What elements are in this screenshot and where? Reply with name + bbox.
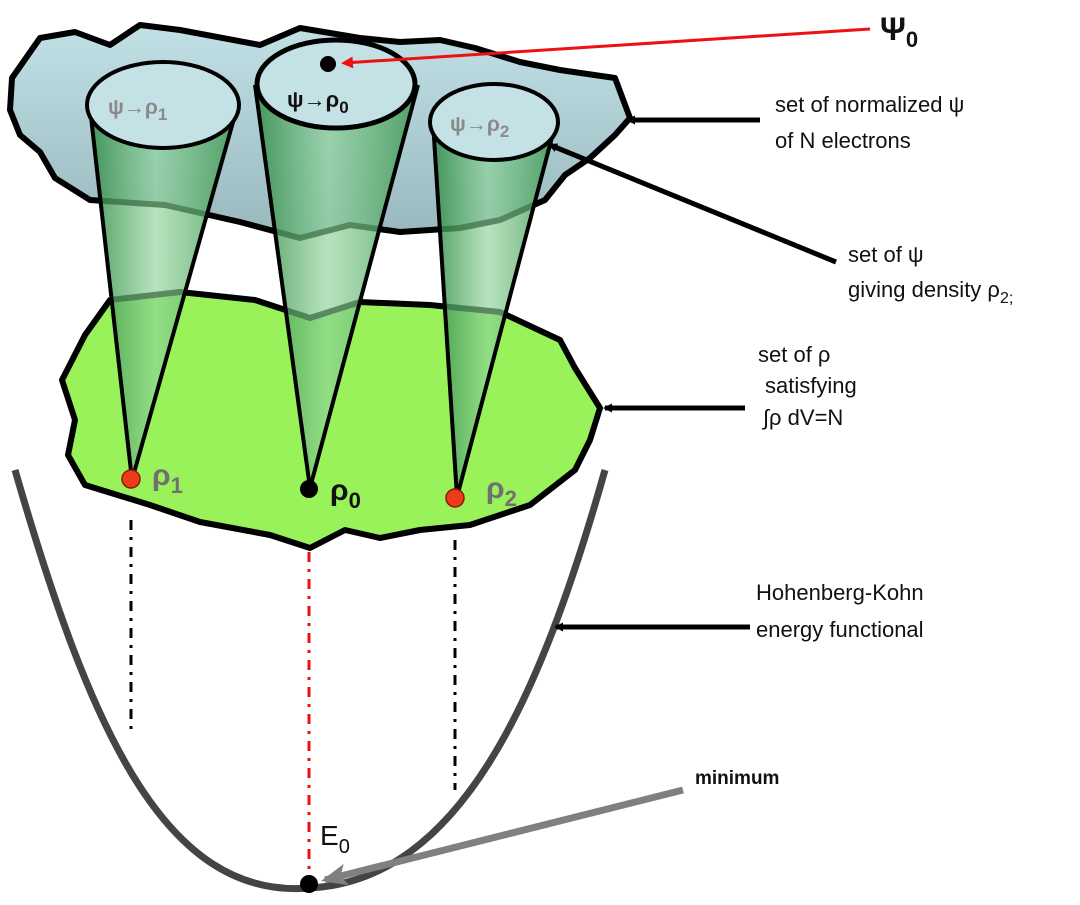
map-rho2-label: ψ→ρ2 — [450, 113, 509, 141]
density-set-label-line1: set of ρ — [758, 342, 830, 367]
rho2-set-label-line1: set of ψ — [848, 242, 924, 267]
psi-set-label-line2: of N electrons — [775, 128, 911, 153]
psi0-label: Ψ0 — [880, 11, 918, 52]
density-set-label-line2: satisfying — [765, 373, 857, 398]
map-rho1-label: ψ→ρ1 — [108, 96, 167, 124]
cone-rho2-edge-left — [431, 121, 459, 498]
rho1-point — [121, 469, 141, 489]
cone-rho0 — [255, 85, 418, 488]
cone-rho2 — [433, 122, 556, 497]
functional-label-line2: energy functional — [756, 617, 924, 642]
psi-subset-rho2-ellipse — [428, 82, 560, 162]
cone-rho1-edge-left — [88, 107, 134, 481]
psi0-point — [320, 56, 336, 72]
arrow-rho2-set — [548, 142, 837, 265]
cone-rho0-edge-right — [308, 84, 420, 489]
cone-rho0-edge-left — [253, 84, 312, 489]
rho2-set-label-line2: giving density ρ2; — [848, 277, 1013, 307]
cone-rho1 — [90, 108, 237, 480]
cone-rho1-edge-right — [130, 107, 239, 481]
density-set-label-line3: ∫ρ dV=N — [761, 405, 843, 430]
psi0-arrow — [341, 27, 871, 69]
rho2-point — [445, 488, 465, 508]
e0-label: E0 — [320, 820, 350, 858]
rho1-label: ρ1 — [152, 459, 183, 498]
map-rho0-label: ψ→ρ0 — [287, 87, 349, 117]
rho0-point — [300, 480, 318, 498]
cone-rho2-edge-right — [455, 121, 558, 498]
rho0-label: ρ0 — [330, 474, 361, 513]
rho2-label: ρ2 — [486, 472, 517, 511]
minimum-point — [300, 875, 318, 893]
functional-label-line1: Hohenberg-Kohn — [756, 580, 924, 605]
psi-subset-rho1-ellipse — [85, 60, 241, 150]
psi-set-label-line1: set of normalized ψ — [775, 92, 964, 117]
psi-subset-rho0-ellipse — [254, 37, 418, 131]
minimum-label: minimum — [695, 768, 779, 789]
arrow-minimum — [321, 786, 684, 886]
